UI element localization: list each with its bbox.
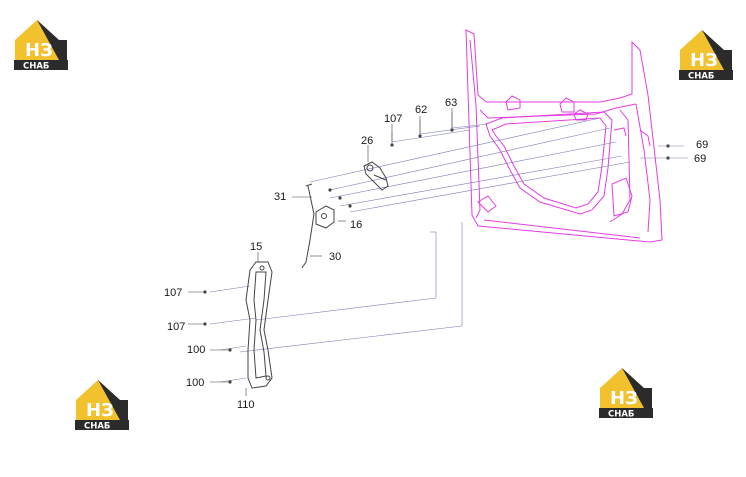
logo-mark: НЗ СНАБ — [679, 30, 733, 82]
parts — [188, 108, 670, 396]
logo-mark: НЗ СНАБ — [75, 380, 129, 432]
logo-mark: НЗ СНАБ — [14, 20, 68, 72]
callout-15: 15 — [250, 241, 262, 253]
callout-62: 62 — [415, 104, 427, 116]
callout-107-mid: 107 — [164, 287, 182, 299]
callout-63: 63 — [445, 97, 457, 109]
callout-69-upper: 69 — [696, 139, 708, 151]
logo-main-text: НЗ — [610, 388, 638, 409]
callout-leaders — [188, 108, 453, 396]
part-16-lock — [315, 205, 335, 229]
callout-labels: 107 62 63 26 69 69 31 16 30 15 107 107 1… — [164, 97, 708, 411]
part-31-rod — [301, 183, 315, 269]
callout-100-upper: 100 — [187, 344, 205, 356]
logo-main-text: НЗ — [25, 40, 53, 61]
callout-107-low: 107 — [167, 321, 185, 333]
logo-sub-text: СНАБ — [84, 422, 110, 432]
logo-main-text: НЗ — [690, 50, 718, 71]
part-15-trim-strip — [245, 261, 273, 389]
logo-main-text: НЗ — [86, 400, 114, 421]
callout-100-lower: 100 — [186, 377, 204, 389]
callout-26: 26 — [361, 135, 373, 147]
door-panel — [465, 29, 663, 243]
brand-logo-top-right: НЗ СНАБ — [676, 26, 734, 82]
brand-logo-bottom-left: НЗ СНАБ — [72, 376, 130, 432]
callout-31: 31 — [274, 191, 286, 203]
part-26-clip — [363, 161, 389, 191]
callout-16: 16 — [350, 219, 362, 231]
projection-lines — [209, 112, 688, 383]
brand-logo-bottom-right: НЗ СНАБ — [596, 364, 654, 420]
callout-30: 30 — [329, 251, 341, 263]
logo-sub-text: СНАБ — [688, 72, 714, 82]
logo-sub-text: СНАБ — [23, 62, 49, 72]
callout-110: 110 — [237, 399, 255, 411]
logo-mark: НЗ СНАБ — [599, 368, 653, 420]
callout-107-top: 107 — [384, 113, 402, 125]
callout-69-lower: 69 — [694, 153, 706, 165]
logo-sub-text: СНАБ — [608, 410, 634, 420]
brand-logo-top-left: НЗ СНАБ — [11, 16, 69, 72]
